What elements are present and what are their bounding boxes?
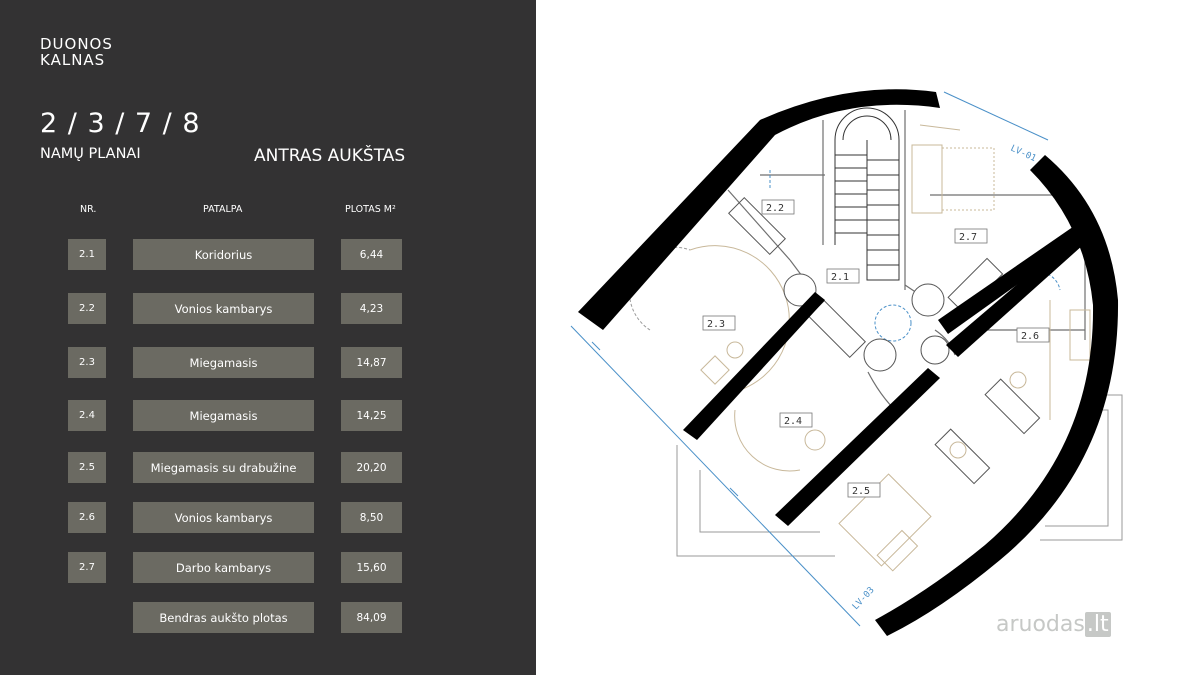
corridor-lobes [783,273,950,372]
row-4-room: Miegamasis [133,400,314,431]
row-6-area: 8,50 [341,502,402,533]
row-7-nr: 2.7 [68,552,106,583]
room-label-2-1: 2.1 [831,272,849,283]
row-4-nr: 2.4 [68,400,106,431]
room-label-2-6: 2.6 [1021,331,1039,342]
row-3-nr: 2.3 [68,347,106,378]
house-numbers: 2 / 3 / 7 / 8 [40,108,201,139]
room-label-2-5: 2.5 [852,486,870,497]
header-room: PATALPA [203,204,243,215]
row-4-area: 14,25 [341,400,402,431]
brand-logo: DUONOS KALNAS [40,36,113,68]
floor-plan-panel: LV-01 LV-03 [536,0,1200,675]
staircase [834,107,900,281]
row-7-area: 15,60 [341,552,402,583]
floor-plan: LV-01 LV-03 [570,89,1123,636]
dimension-tag-lv03: LV-03 [851,585,877,612]
watermark: aruodas.lt [996,612,1111,637]
brand-line-1: DUONOS [40,35,113,53]
row-6-nr: 2.6 [68,502,106,533]
header-nr: NR. [80,204,97,215]
row-1-nr: 2.1 [68,239,106,270]
row-2-room: Vonios kambarys [133,293,314,324]
row-3-room: Miegamasis [133,347,314,378]
row-3-area: 14,87 [341,347,402,378]
plans-subtitle: NAMŲ PLANAI [40,146,141,162]
row-1-room: Koridorius [133,239,314,270]
floor-title: ANTRAS AUKŠTAS [254,146,406,166]
dimension-tag-lv01: LV-01 [1009,144,1038,165]
room-labels: 2.2 2.1 2.3 2.4 2.5 2.6 2.7 [702,199,1050,498]
header-area: PLOTAS M² [345,204,396,215]
terrace-outline [676,394,1123,557]
room-label-2-3: 2.3 [707,319,725,330]
watermark-suffix: .lt [1084,612,1111,637]
room-label-2-2: 2.2 [766,203,784,214]
row-5-room: Miegamasis su drabužine [133,452,314,483]
info-panel: DUONOS KALNAS 2 / 3 / 7 / 8 NAMŲ PLANAI … [0,0,536,675]
room-label-2-4: 2.4 [784,416,802,427]
row-2-nr: 2.2 [68,293,106,324]
row-5-nr: 2.5 [68,452,106,483]
total-label: Bendras aukšto plotas [133,602,314,633]
dimension-lines [570,91,1049,627]
row-2-area: 4,23 [341,293,402,324]
brand-line-2: KALNAS [40,51,106,69]
row-5-area: 20,20 [341,452,402,483]
furniture [689,124,1091,572]
row-1-area: 6,44 [341,239,402,270]
watermark-text: aruodas [996,612,1085,637]
row-6-room: Vonios kambarys [133,502,314,533]
row-7-room: Darbo kambarys [133,552,314,583]
room-label-2-7: 2.7 [959,232,977,243]
total-area: 84,09 [341,602,402,633]
thick-walls [578,89,1119,636]
